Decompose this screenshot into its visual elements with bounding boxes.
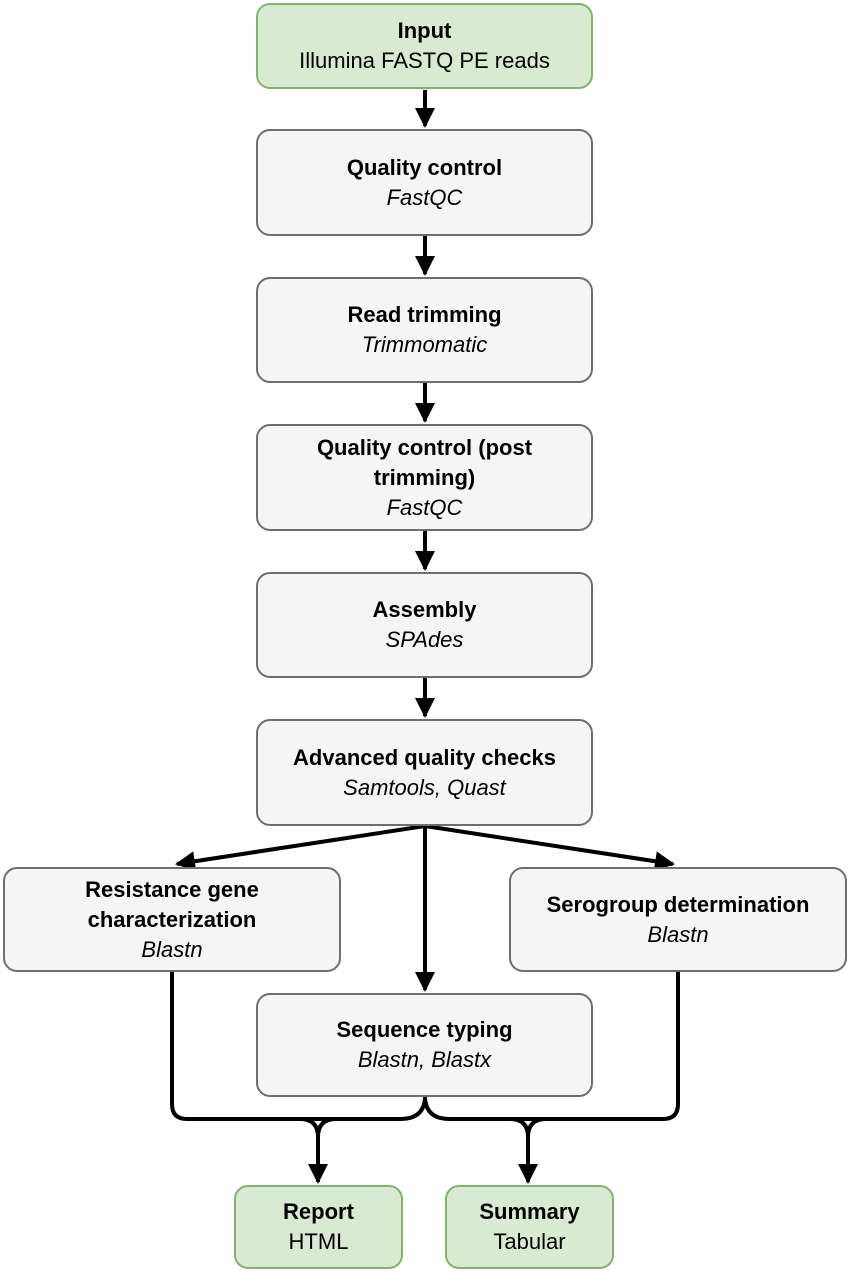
advanced-quality-checks-node: Advanced quality checks Samtools, Quast (256, 719, 593, 826)
sequence-typing-title: Sequence typing (336, 1017, 513, 1042)
input-sub: Illumina FASTQ PE reads (299, 48, 550, 73)
quality-control-node: Quality control FastQC (256, 129, 593, 236)
summary-title: Summary (479, 1199, 580, 1224)
quality-control-post-tool: FastQC (386, 494, 463, 520)
advanced-quality-checks-tool: Samtools, Quast (343, 774, 506, 800)
assembly-tool: SPAdes (385, 627, 464, 652)
report-node: Report HTML (234, 1185, 403, 1269)
advanced-quality-checks-title: Advanced quality checks (293, 744, 556, 770)
quality-control-title: Quality control (346, 154, 503, 180)
serogroup-node: Serogroup determination Blastn (509, 867, 847, 972)
summary-format: Tabular (493, 1229, 566, 1254)
input-title: Input (397, 18, 452, 43)
resistance-gene-title: Resistance gene characterization (85, 876, 259, 932)
sequence-typing-tool: Blastn, Blastx (357, 1047, 492, 1072)
summary-node: Summary Tabular (445, 1185, 614, 1269)
edge-advqc-to-resistance (175, 824, 426, 872)
edge-merge-to-summary-right (526, 1117, 547, 1138)
report-title: Report (283, 1199, 354, 1224)
resistance-gene-node: Resistance gene characterization Blastn (3, 867, 341, 972)
edge-merge-to-report-right (316, 1117, 337, 1138)
assembly-title: Assembly (372, 597, 477, 622)
quality-control-post-node: Quality control (post trimming) FastQC (256, 424, 593, 531)
edge-merge-to-summary (509, 1117, 538, 1184)
sequence-typing-node: Sequence typing Blastn, Blastx (256, 993, 593, 1097)
edge-serogroup-merge (423, 972, 680, 1121)
serogroup-tool: Blastn (647, 921, 709, 947)
read-trimming-tool: Trimmomatic (361, 332, 488, 357)
quality-control-post-title: Quality control (post trimming) (316, 434, 533, 490)
read-trimming-title: Read trimming (347, 302, 502, 327)
edge-resistance-merge (170, 972, 427, 1121)
assembly-node: Assembly SPAdes (256, 572, 593, 678)
quality-control-tool: FastQC (386, 184, 463, 210)
resistance-gene-tool: Blastn (141, 936, 203, 962)
report-format: HTML (288, 1229, 349, 1254)
edge-advqc-to-serogroup (424, 824, 675, 872)
serogroup-title: Serogroup determination (546, 891, 810, 917)
edge-merge-to-report (299, 1117, 328, 1184)
read-trimming-node: Read trimming Trimmomatic (256, 277, 593, 383)
input-node: Input Illumina FASTQ PE reads (256, 3, 593, 89)
